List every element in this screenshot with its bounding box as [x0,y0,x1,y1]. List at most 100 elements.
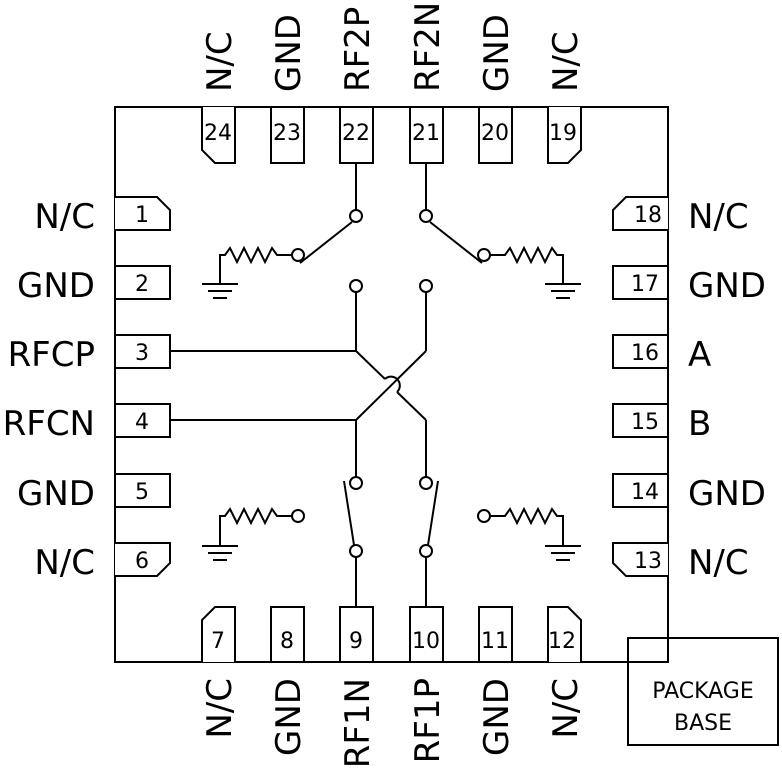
pin-11-pad [478,606,513,663]
contact-terminal [477,509,491,523]
pin-12-number: 12 [548,629,576,654]
pin-23-number: 23 [273,121,301,146]
pin-16-pad [612,334,669,369]
pin-9-label: RF1N [338,678,378,768]
cross-a-1 [355,350,386,380]
pin-8-label: GND [269,678,309,756]
pin-3: 3 RFCP [8,334,171,375]
pin-22-label: RF2P [338,7,378,92]
cross-b [355,350,427,421]
pin-6-label: N/C [34,543,95,583]
pin-1-label: N/C [34,197,95,237]
pin-17: 17 GND [612,265,766,306]
pin-12-pad [547,606,582,662]
pin-14-pad [612,473,669,508]
contact-terminal [349,209,363,223]
contact-terminal [419,544,433,558]
pin-14: 14 GND [612,473,766,514]
switch-schematic [170,163,581,607]
pin-19: 19 N/C [546,31,586,164]
pin-2-label: GND [17,266,95,306]
pin-21-pad [409,106,444,164]
pin-9-number: 9 [349,629,363,654]
pin-24-label: N/C [200,31,240,92]
pin-11: 11 GND [477,606,517,756]
pin-20: 20 GND [477,14,517,164]
pin-20-pad [478,106,513,164]
contact-terminal [419,209,433,223]
pin-2-pad [114,265,171,300]
pin-8: 8 GND [269,606,309,756]
pin-9-pad [339,606,374,663]
pin-12: 12 N/C [546,606,586,739]
pin-22-number: 22 [342,121,370,146]
pin-23: 23 GND [269,14,309,164]
pin-11-label: GND [477,678,517,756]
pin-11-number: 11 [481,629,509,654]
pin-18-pad [612,196,668,231]
resistor-tl [219,245,292,283]
cross-a-2 [396,391,427,421]
pin-10-number: 10 [412,629,440,654]
contact-terminal [419,476,433,490]
pin-15-number: 15 [631,410,659,435]
pin-18: 18 N/C [612,196,749,237]
pin-16: 16 A [612,334,711,375]
contact-terminal [349,544,363,558]
pin-6: 6 N/C [34,542,171,583]
pin-14-number: 14 [631,480,659,505]
pin-15-pad [612,403,669,438]
pin-17-number: 17 [631,272,659,297]
pin-13-pad [612,542,668,577]
switch-arm-bl [343,480,355,546]
contact-terminal [291,509,305,523]
pin-21: 21 RF2N [408,2,448,164]
pin-24-pad [201,107,236,164]
pin-8-number: 8 [280,629,294,654]
contact-terminal [349,279,363,293]
pin-13: 13 N/C [612,542,749,583]
pin-24: 24 N/C [200,31,240,164]
switch-arm-tr [429,221,483,264]
pin-18-number: 18 [634,203,662,228]
pin-4-number: 4 [135,410,149,435]
pin-19-number: 19 [549,121,577,146]
pin-5-number: 5 [135,480,149,505]
pin-7-pad [201,606,236,662]
pin-15: 15 B [612,403,711,444]
pin-3-number: 3 [135,341,149,366]
pin-17-pad [612,265,669,300]
pin-4: 4 RFCN [3,403,171,444]
pin-23-label: GND [269,14,309,92]
pin-16-number: 16 [631,341,659,366]
pin-14-label: GND [688,474,766,514]
pin-3-label: RFCP [8,335,95,375]
contact-terminal [349,476,363,490]
pin-2: 2 GND [17,265,171,306]
pin-16-label: A [688,335,711,375]
pin-21-label: RF2N [408,2,448,92]
pin-1-pad [115,196,171,231]
package-base-line2: BASE [674,711,732,736]
pin-7-label: N/C [200,678,240,739]
pin-10-pad [409,606,444,663]
pin-17-label: GND [688,266,766,306]
pin-19-pad [547,107,582,164]
pin-7: 7 N/C [200,606,240,739]
resistor-br [490,506,564,545]
pin-13-number: 13 [634,549,662,574]
pin-1: 1 N/C [34,196,171,237]
switch-arm-tl [299,221,353,264]
pin-9: 9 RF1N [338,606,378,768]
package-body [114,106,669,663]
pin-24-number: 24 [204,121,232,146]
pin-12-label: N/C [546,678,586,739]
pin-3-pad [114,334,171,369]
pin-5: 5 GND [17,473,171,514]
switch-arm-br [427,480,439,546]
pin-5-pad [114,473,171,508]
pin-8-pad [270,606,305,663]
pin-18-label: N/C [688,197,749,237]
contact-terminal [419,279,433,293]
